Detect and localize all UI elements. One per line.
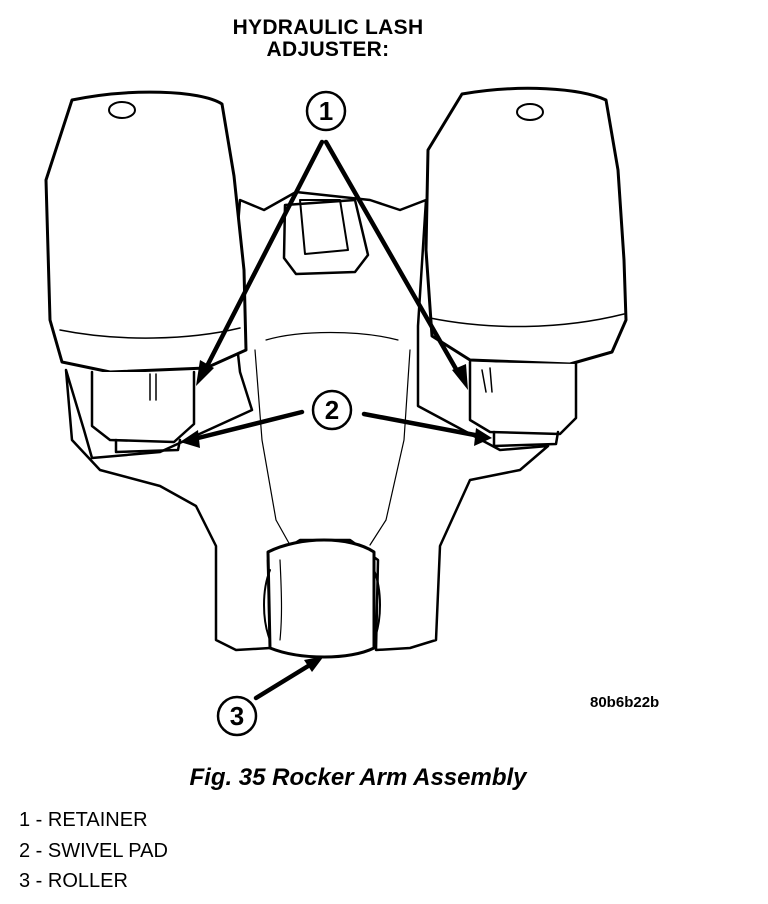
- arrow-1-left: [201, 139, 325, 375]
- arrowhead-1-right: [452, 364, 468, 390]
- left-adjuster: [44, 90, 248, 454]
- arrow-3: [253, 657, 321, 701]
- callout-circle-2: [311, 389, 353, 431]
- arrowhead-3: [304, 656, 324, 672]
- callout-number-3: 3: [230, 701, 244, 731]
- header-line-1: HYDRAULIC LASH: [232, 16, 424, 39]
- callout-number-2: 2: [325, 395, 339, 425]
- arrowhead-2-right: [474, 428, 492, 446]
- figure-code: 80b6b22b: [590, 694, 660, 711]
- roller: [263, 538, 381, 659]
- callout-circle-3: [216, 695, 258, 737]
- arrow-2-left: [187, 409, 305, 443]
- arrow-1-right: [323, 139, 463, 379]
- header-line-2: ADJUSTER:: [266, 38, 390, 61]
- callout-circle-1: [305, 90, 347, 132]
- legend-item-3: 3 - ROLLER: [19, 870, 128, 892]
- arrowhead-1-left: [196, 360, 214, 386]
- arrowhead-2-left: [180, 430, 200, 448]
- callout-markers: [216, 90, 353, 737]
- legend-item-2: 2 - SWIVEL PAD: [19, 840, 168, 862]
- right-adjuster: [424, 86, 628, 448]
- leader-arrows: [187, 139, 483, 701]
- callout-number-1: 1: [319, 96, 333, 126]
- figure-caption: Fig. 35 Rocker Arm Assembly: [189, 764, 527, 791]
- arrow-2-right: [361, 411, 483, 439]
- legend-item-1: 1 - RETAINER: [19, 809, 148, 831]
